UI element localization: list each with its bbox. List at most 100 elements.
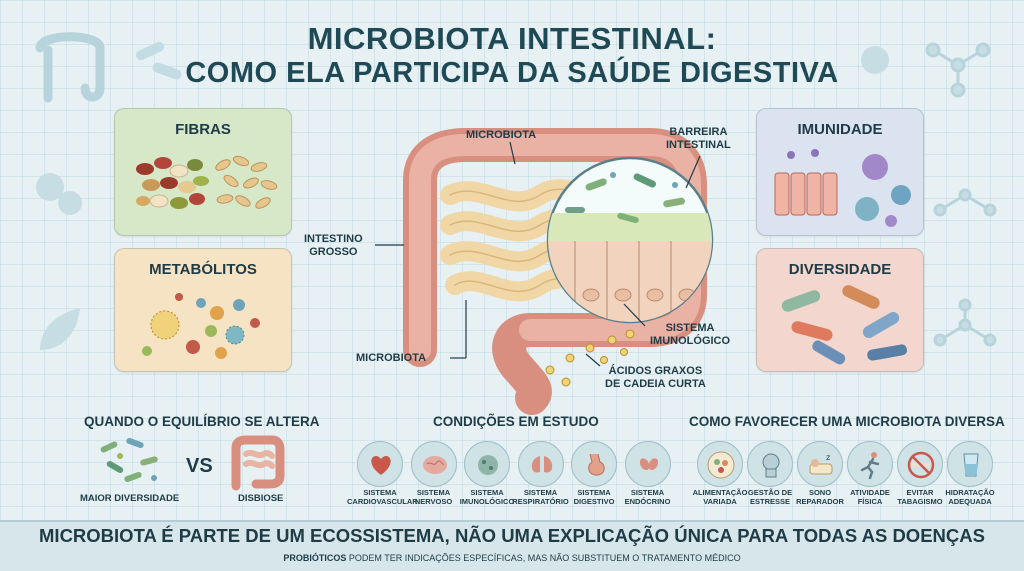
icon-label-line-2: IMUNOLÓGICO bbox=[459, 496, 515, 506]
metabolite-molecules-icon bbox=[142, 293, 260, 359]
diverse-bacteria-icon bbox=[781, 285, 907, 365]
icon-label-line-1: SISTEMA bbox=[416, 488, 451, 497]
icon-label-line-1: ATIVIDADE bbox=[850, 488, 890, 497]
icon-label-line-1: HIDRATAÇÃO bbox=[945, 488, 995, 497]
icon-label-line-1: ALIMENTAÇÃO bbox=[692, 488, 748, 497]
immune-cell-icon bbox=[464, 441, 510, 487]
metabolitos-title: METABÓLITOS bbox=[149, 261, 257, 278]
condicoes-title: CONDIÇÕES EM ESTUDO bbox=[433, 414, 599, 429]
footer-sub-bold: PROBIÓTICOS bbox=[283, 553, 347, 563]
label-acidos-line-2: DE CADEIA CURTA bbox=[605, 377, 706, 390]
oats-icon bbox=[215, 155, 278, 209]
icon-label-line-1: SISTEMA bbox=[470, 488, 504, 497]
faded-intestine-icon bbox=[35, 32, 105, 103]
icon-label-line-2: VARIADA bbox=[703, 496, 737, 506]
faded-bacteria-icon bbox=[135, 41, 182, 80]
vs-label: VS bbox=[186, 455, 213, 477]
no-smoking-icon bbox=[897, 441, 943, 487]
imunidade-panel: IMUNIDADE bbox=[756, 108, 924, 236]
metabolitos-panel: METABÓLITOS bbox=[114, 248, 292, 372]
title-line-2: COMO ELA PARTICIPA DA SAÚDE DIGESTIVA bbox=[185, 56, 839, 89]
icon-label-line-2: DIGESTIVO bbox=[573, 496, 615, 506]
label-intestino-line-2: GROSSO bbox=[309, 245, 358, 258]
faded-molecule-icon-3 bbox=[933, 298, 997, 347]
short-chain-fatty-acid-dots bbox=[545, 329, 635, 387]
icon-label-line-2: TABAGISMO bbox=[897, 496, 943, 506]
immune-cells-icon bbox=[774, 149, 911, 227]
label-barreira-line-2: INTESTINAL bbox=[666, 138, 731, 151]
large-intestine-illustration bbox=[403, 128, 707, 415]
icon-label-line-1: EVITAR bbox=[906, 488, 934, 497]
svg-text:z: z bbox=[826, 453, 830, 462]
food-plate-icon bbox=[697, 441, 743, 487]
diversidade-panel: DIVERSIDADE bbox=[756, 248, 924, 372]
faded-virus-icon bbox=[861, 46, 889, 74]
icon-label-line-2: CARDIOVASCULAR bbox=[347, 496, 418, 506]
icon-label-line-2: ENDÓCRINO bbox=[624, 496, 671, 506]
faded-molecule-icon-2 bbox=[933, 188, 997, 217]
intestinal-barrier-magnifier bbox=[546, 156, 714, 324]
maior-diversidade-label: MAIOR DIVERSIDADE bbox=[80, 493, 180, 504]
label-acidos-graxos: ÁCIDOS GRAXOS DE CADEIA CURTA bbox=[605, 365, 706, 390]
title-line-1: MICROBIOTA INTESTINAL: bbox=[307, 21, 717, 56]
icon-label-line-1: SONO bbox=[808, 488, 832, 497]
label-microbiota-bottom: MICROBIOTA bbox=[356, 352, 427, 364]
icon-label-line-1: SISTEMA bbox=[523, 488, 558, 497]
footer-main-text: MICROBIOTA É PARTE DE UM ECOSSISTEMA, NÃ… bbox=[39, 525, 985, 546]
footer-band bbox=[0, 520, 1024, 571]
imunidade-title: IMUNIDADE bbox=[797, 121, 883, 138]
icon-label-line-2: ADEQUADA bbox=[948, 496, 992, 506]
head-icon bbox=[747, 441, 793, 487]
label-sistema-line-1: SISTEMA bbox=[665, 322, 715, 334]
stomach-icon bbox=[571, 441, 617, 487]
label-barreira-intestinal: BARREIRA INTESTINAL bbox=[666, 126, 731, 151]
faded-cells-icon bbox=[36, 173, 82, 215]
brain-icon bbox=[410, 441, 457, 487]
water-glass-icon bbox=[947, 441, 993, 487]
label-barreira-line-1: BARREIRA bbox=[669, 126, 728, 138]
label-sistema-imunologico: SISTEMA IMUNOLÓGICO bbox=[650, 322, 730, 347]
footer-sub-rest: PODEM TER INDICAÇÕES ESPECÍFICAS, MAS NÃ… bbox=[346, 553, 741, 563]
lungs-icon bbox=[517, 441, 564, 487]
icon-label-line-2: FÍSICA bbox=[857, 496, 883, 506]
label-intestino-line-1: INTESTINO bbox=[304, 233, 363, 245]
faded-leaf-icon bbox=[40, 308, 80, 350]
fibras-panel: FIBRAS bbox=[114, 108, 292, 236]
label-acidos-line-1: ÁCIDOS GRAXOS bbox=[608, 365, 703, 377]
heart-icon bbox=[357, 441, 403, 487]
equilibrio-title: QUANDO O EQUILÍBRIO SE ALTERA bbox=[84, 414, 320, 429]
running-icon bbox=[847, 441, 893, 487]
icon-label-line-2: NERVOSO bbox=[414, 496, 453, 506]
faded-molecule-icon bbox=[925, 42, 991, 98]
beans-icon bbox=[136, 157, 209, 209]
diversidade-title: DIVERSIDADE bbox=[788, 261, 892, 278]
dysbiosis-intestine-icon bbox=[231, 435, 285, 491]
diverse-microbes-icon bbox=[100, 437, 158, 483]
icon-label-line-1: SISTEMA bbox=[363, 488, 397, 497]
icon-label-line-1: SISTEMA bbox=[577, 488, 611, 497]
icon-label-line-1: GESTÃO DE bbox=[747, 488, 793, 497]
disbiose-label: DISBIOSE bbox=[238, 493, 284, 504]
favorecer-title: COMO FAVORECER UMA MICROBIOTA DIVERSA bbox=[689, 414, 1005, 429]
icon-label-line-2: ESTRESSE bbox=[749, 496, 790, 506]
label-sistema-line-2: IMUNOLÓGICO bbox=[650, 334, 731, 347]
icon-label-line-2: RESPIRATÓRIO bbox=[512, 496, 569, 506]
footer-sub-text: PROBIÓTICOS PODEM TER INDICAÇÕES ESPECÍF… bbox=[0, 553, 1024, 563]
label-intestino-grosso: INTESTINO GROSSO bbox=[304, 233, 363, 258]
thyroid-icon bbox=[624, 441, 671, 487]
page-title: MICROBIOTA INTESTINAL: COMO ELA PARTICIP… bbox=[0, 21, 1024, 89]
label-microbiota-top: MICROBIOTA bbox=[466, 129, 537, 141]
